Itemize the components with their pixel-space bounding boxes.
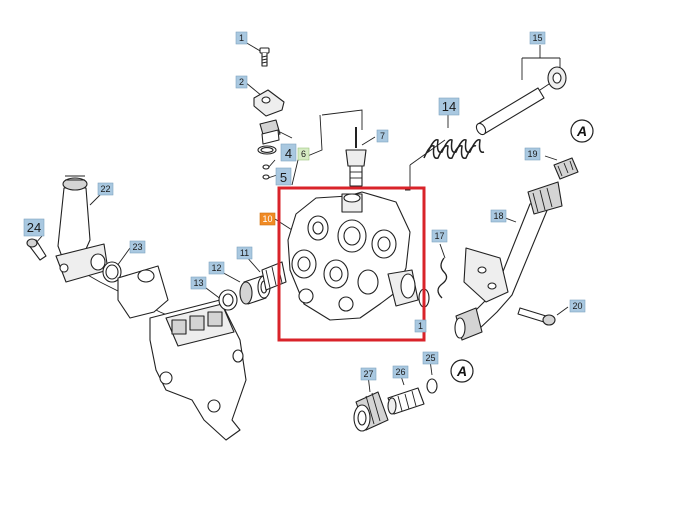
- callout-6-text: 6: [301, 149, 306, 159]
- callout-18-text: 18: [493, 211, 503, 221]
- callout-24-text: 24: [27, 220, 41, 235]
- callout-22-text: 22: [100, 184, 110, 194]
- part-inlet-22: [55, 175, 109, 283]
- callout-26-text: 26: [395, 367, 405, 377]
- callout-1-text: 1: [239, 33, 244, 43]
- callout-25-text: 25: [425, 353, 435, 363]
- part-screw-1: [259, 47, 270, 67]
- callout-14-text: 14: [442, 99, 456, 114]
- callout-19-text: 19: [527, 149, 537, 159]
- callout-18: 18: [490, 209, 507, 223]
- callout-14: 14: [438, 97, 460, 116]
- callout-10: 10: [259, 212, 276, 226]
- part-fitting-26: [387, 387, 425, 415]
- callout-13: 13: [190, 276, 207, 290]
- callout-5: 5: [275, 167, 292, 186]
- part-piston-11: [261, 261, 287, 291]
- part-clip-17: [437, 247, 509, 303]
- callout-17: 17: [431, 229, 448, 243]
- part-oring-23: [102, 261, 122, 283]
- highlight-frame: [277, 186, 426, 342]
- callout-4: 4: [280, 143, 297, 162]
- part-cap-19: [553, 157, 579, 180]
- callout-15-text: 15: [532, 33, 542, 43]
- part-valve-7: [345, 127, 367, 187]
- part-bracket-2: [253, 89, 285, 117]
- callout-7: 7: [376, 129, 389, 143]
- callout-7-text: 7: [380, 131, 385, 141]
- callout-10-text: 10: [262, 214, 272, 224]
- callout-13-text: 13: [193, 278, 203, 288]
- callout-17-text: 17: [434, 231, 444, 241]
- part-oring-25: [426, 378, 438, 394]
- part-screw-24: [26, 238, 47, 261]
- part-housing-left: [117, 265, 247, 441]
- callout-12-text: 12: [211, 263, 221, 273]
- callout-2: 2: [235, 75, 248, 89]
- callout-2-text: 2: [239, 77, 244, 87]
- callout-11-text: 11: [240, 248, 249, 258]
- callout-1: 1: [235, 31, 248, 45]
- callout-25: 25: [422, 351, 439, 365]
- part-bolt-20: [517, 307, 556, 326]
- callout-24: 24: [23, 218, 45, 237]
- callout-15: 15: [529, 31, 546, 45]
- part-nut-27: [353, 391, 389, 432]
- callout-23: 23: [129, 240, 146, 254]
- callout-20-text: 20: [572, 301, 582, 311]
- callout-1b: 1: [414, 319, 427, 333]
- reference-mark-bottom-label: A: [456, 363, 467, 379]
- callout-22: 22: [97, 182, 114, 196]
- callout-11: 11: [236, 246, 253, 260]
- callout-27: 27: [360, 367, 377, 381]
- part-seal-13: [218, 289, 238, 311]
- reference-mark-top-label: A: [576, 123, 587, 139]
- callout-19: 19: [524, 147, 541, 161]
- callout-5-text: 5: [280, 170, 287, 185]
- part-ring-5: [262, 164, 270, 180]
- callout-23-text: 23: [132, 242, 142, 252]
- callout-6: 6: [297, 147, 310, 161]
- callout-27-text: 27: [363, 369, 373, 379]
- part-spring-14: [423, 139, 485, 159]
- part-seal-12: [239, 275, 271, 305]
- callout-1b-text: 1: [418, 321, 423, 331]
- callout-20: 20: [569, 299, 586, 313]
- callout-26: 26: [392, 365, 409, 379]
- callout-4-text: 4: [285, 146, 292, 161]
- reference-mark-bottom: A: [450, 359, 474, 383]
- part-plug-4: [257, 119, 281, 155]
- part-pump-head-10: [287, 191, 419, 321]
- part-rod-15: [475, 66, 567, 136]
- callout-12: 12: [208, 261, 225, 275]
- reference-mark-top: A: [570, 119, 594, 143]
